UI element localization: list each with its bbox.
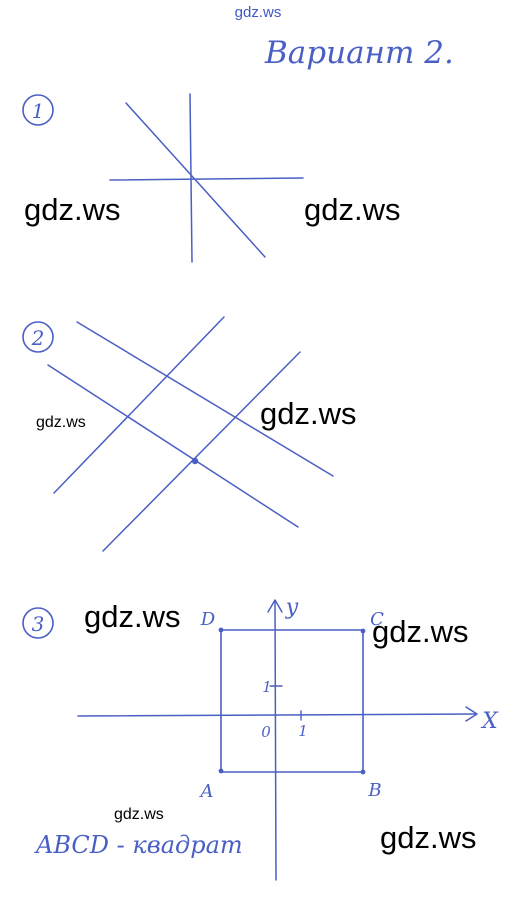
watermark-layer: gdz.ws gdz.ws gdz.ws gdz.ws gdz.ws gdz.w… — [24, 192, 476, 855]
label-d: D — [200, 609, 216, 630]
line-descending-1 — [76, 321, 334, 477]
label-a: A — [199, 781, 214, 802]
point-a — [218, 768, 224, 774]
task-number: 2 — [31, 326, 45, 350]
x-axis-label: X — [480, 709, 499, 734]
label-b: B — [367, 780, 381, 801]
line-vertical — [189, 93, 193, 263]
watermark: gdz.ws — [260, 396, 356, 431]
square-abcd — [220, 629, 364, 773]
task-number-circle — [22, 321, 54, 353]
variant-title: Вариант 2. — [264, 35, 454, 71]
site-link[interactable]: gdz.ws — [235, 4, 282, 21]
label-c: C — [370, 609, 384, 630]
watermark: gdz.ws — [114, 806, 164, 823]
watermark: gdz.ws — [36, 414, 86, 431]
task-number-circle — [22, 607, 54, 639]
unit-y-label: 1 — [262, 678, 272, 696]
origin-label: 0 — [261, 723, 271, 741]
x-axis-arrow — [465, 706, 478, 722]
point-d — [218, 627, 224, 633]
task-2: 2 — [22, 316, 334, 552]
point-b — [360, 769, 366, 775]
task-number: 1 — [32, 99, 45, 123]
watermark: gdz.ws — [24, 192, 120, 227]
y-axis-label: y — [285, 595, 299, 620]
watermark: gdz.ws — [84, 599, 180, 634]
line-oblique — [125, 102, 266, 258]
x-axis — [77, 713, 477, 717]
line-descending-2 — [47, 364, 299, 528]
intersection-point — [191, 457, 199, 465]
unit-x-label: 1 — [298, 722, 308, 740]
line-ascending-1 — [53, 316, 225, 494]
watermark: gdz.ws — [380, 820, 476, 855]
y-axis-arrow — [267, 599, 283, 613]
task-number-circle — [22, 94, 54, 126]
task-number: 3 — [32, 612, 45, 636]
task-1: 1 — [22, 93, 304, 263]
square-caption: ABCD - квадрат — [34, 831, 243, 859]
line-horizontal — [109, 177, 304, 181]
point-c — [360, 628, 366, 634]
watermark: gdz.ws — [304, 192, 400, 227]
task-3: 3 A B C D X y 0 1 1 ABCD - квадрат — [22, 595, 499, 881]
y-axis — [274, 600, 277, 881]
watermark: gdz.ws — [372, 614, 468, 649]
line-ascending-2 — [102, 351, 301, 552]
